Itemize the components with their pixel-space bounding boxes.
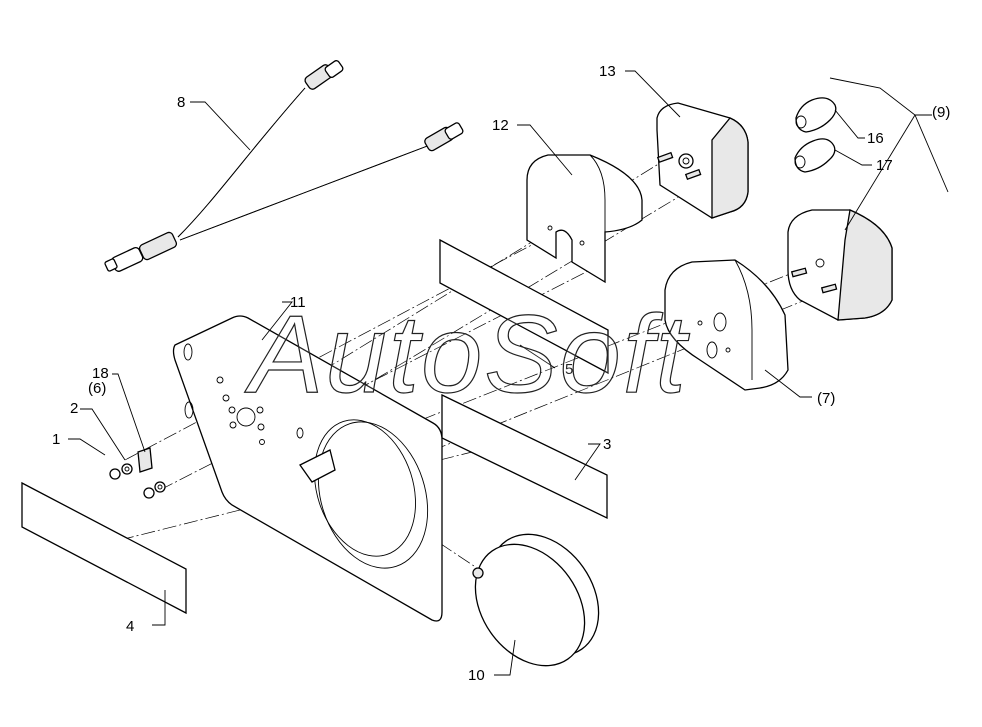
callout-11: 11 [290,294,306,311]
callout-10: 10 [468,667,485,684]
lamp-housing-7 [664,259,789,391]
y-cable-harness [104,60,464,272]
watermark: AutoSoft [244,293,690,416]
round-lamp-10 [472,533,600,667]
connector-top [304,60,344,90]
connector-right [424,122,464,152]
callout-18: 18 [92,365,109,382]
callout-17: 17 [876,157,893,174]
leader-lines [68,70,949,676]
callout-12: 12 [492,117,509,134]
mounting-bracket-plate [172,315,443,622]
callout-9: (9) [932,104,950,121]
callout-2: 2 [70,400,78,417]
callout-6: (6) [88,380,106,397]
rubber-boot-17 [794,138,836,173]
callout-1: 1 [52,431,60,448]
callout-3: 3 [603,436,611,453]
callouts: 1 2 3 4 5 (6) (7) 8 (9) 10 11 12 13 16 1… [52,63,950,684]
lamp-block-13 [656,102,749,219]
label-plate-3 [441,393,608,520]
callout-13: 13 [599,63,616,80]
label-plate-5 [439,238,609,375]
bracket-cover-12 [526,154,643,284]
connector-main [104,231,178,272]
callout-4: 4 [126,618,134,635]
callout-5: 5 [565,361,573,378]
hardware [109,447,166,499]
label-plate-4 [21,481,187,615]
lamp-block-9 [787,209,893,321]
callout-8: 8 [177,94,185,111]
rubber-boot-16 [795,97,837,133]
callout-16: 16 [867,130,884,147]
callout-7: (7) [817,390,835,407]
